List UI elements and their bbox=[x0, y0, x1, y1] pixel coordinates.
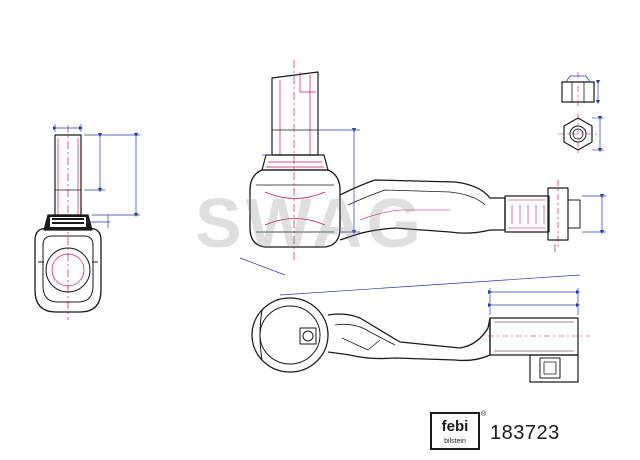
bottom-view bbox=[251, 274, 590, 383]
febi-bilstein-logo: febi bilstein bbox=[430, 412, 480, 450]
nut-side-view bbox=[561, 72, 601, 108]
logo-brand-text: febi bbox=[441, 418, 469, 435]
logo-sub-text: bilstein bbox=[444, 438, 466, 445]
registered-mark: ® bbox=[481, 411, 487, 418]
top-view bbox=[239, 60, 606, 276]
part-number: 183723 bbox=[490, 422, 560, 444]
nut-top-view bbox=[558, 114, 604, 154]
left-side-view bbox=[34, 124, 140, 320]
swag-watermark: SWAG bbox=[195, 184, 425, 262]
